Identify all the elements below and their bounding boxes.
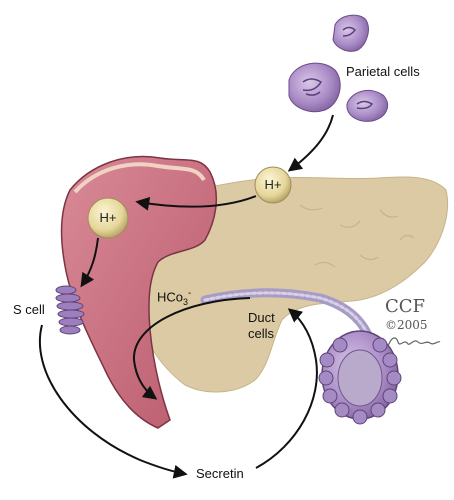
pancreas-texture — [299, 204, 415, 268]
parietal-cell-2 — [288, 62, 341, 113]
bicarbonate-subscript: 3 — [183, 296, 189, 307]
stomach-rim — [73, 162, 206, 194]
bicarbonate-base: HCo — [157, 289, 184, 305]
parietal-cells-label: Parietal cells — [346, 64, 420, 79]
s-cell-label: S cell — [13, 302, 45, 317]
pancreas — [133, 176, 448, 393]
parietal-cell-3 — [346, 89, 388, 122]
h-plus-ball-left — [87, 197, 129, 239]
duct-cells-line2: cells — [248, 326, 275, 341]
secretin-label: Secretin — [196, 466, 244, 481]
arrow-scell-to-secretin — [38, 324, 188, 479]
pancreatic-duct-inner — [203, 291, 370, 337]
s-cell — [55, 285, 85, 335]
h-plus-label-left: H+ — [99, 210, 117, 225]
h-plus-ball-top — [254, 166, 292, 204]
duct-cells-line1: Duct — [248, 310, 275, 325]
arrow-secretin-to-duct — [255, 308, 318, 469]
acinus-bumps — [318, 337, 402, 425]
h-plus-label-top: H+ — [264, 177, 282, 192]
artist-signature — [387, 337, 441, 347]
duct-cells-label: Duct cells — [248, 310, 275, 342]
bicarbonate-label: HCo3- — [157, 288, 191, 307]
bicarbonate-superscript: - — [188, 288, 192, 299]
ccf-year: ©2005 — [385, 318, 428, 332]
parietal-cell-1 — [332, 14, 369, 52]
arrow-h-to-stomach — [135, 195, 257, 211]
arrow-h-to-scell — [80, 237, 99, 288]
ccf-watermark: CCF — [385, 296, 426, 317]
arrow-bicarb-to-duodenum — [132, 297, 251, 400]
arrow-parietal-to-h — [287, 114, 334, 172]
